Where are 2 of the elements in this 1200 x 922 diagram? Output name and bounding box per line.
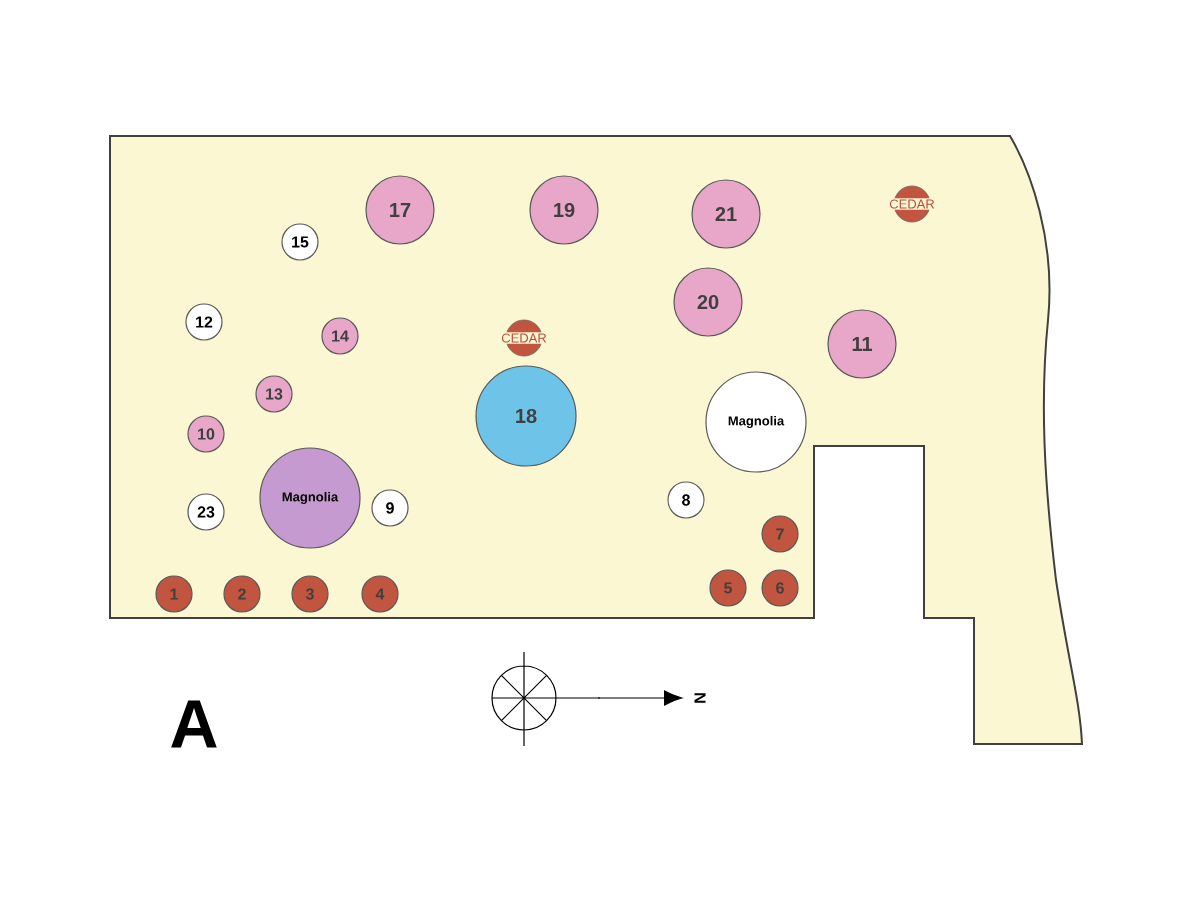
plan-letter: A [171,700,217,748]
north-label: N [694,693,706,703]
